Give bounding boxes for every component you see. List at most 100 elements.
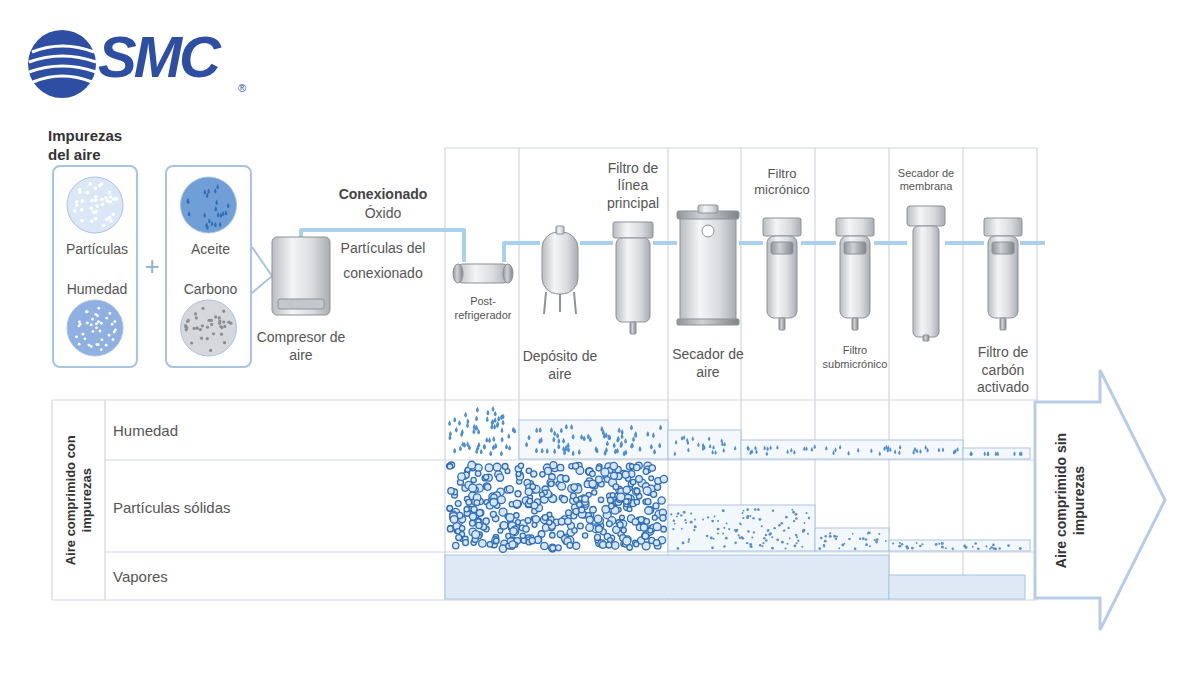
oil-drop — [203, 213, 206, 218]
particle — [523, 526, 529, 532]
particle — [838, 547, 840, 549]
particle — [485, 464, 493, 472]
moisture-drop — [604, 450, 607, 456]
particle — [874, 539, 876, 541]
equipment-part — [913, 226, 939, 337]
particle — [808, 517, 811, 520]
particle — [854, 548, 857, 551]
particle — [710, 537, 713, 540]
moisture-drop — [769, 445, 771, 450]
equipment-icon — [907, 206, 945, 341]
equipment-part — [771, 242, 793, 254]
particle — [469, 520, 475, 526]
moisture-dot — [113, 320, 116, 323]
equipment-part — [992, 242, 1014, 254]
particle — [590, 471, 596, 477]
moisture-drop — [540, 437, 543, 443]
particle — [765, 534, 767, 536]
moisture-drop — [546, 448, 549, 454]
particle — [643, 487, 651, 495]
particle — [506, 514, 514, 522]
moisture-drop — [507, 433, 510, 439]
particle — [789, 537, 791, 539]
equipment-part — [840, 236, 870, 318]
particle — [649, 476, 654, 481]
equipment-part — [844, 242, 866, 254]
carbon-dot — [222, 320, 225, 323]
particle — [785, 516, 788, 519]
oil-drop — [188, 211, 191, 216]
particle — [634, 499, 639, 504]
particle — [609, 503, 614, 508]
carbon-dot — [184, 325, 187, 328]
particle — [734, 542, 737, 545]
equipment-node: Secador de aire — [677, 205, 739, 331]
annotation: ® — [238, 82, 254, 96]
oil-drop — [225, 210, 228, 215]
particle — [81, 199, 85, 203]
air-pipe — [945, 241, 984, 245]
bracket-connector — [252, 247, 272, 293]
particle — [751, 536, 753, 538]
particle — [736, 529, 738, 531]
particle — [901, 543, 903, 545]
moisture-drop — [475, 425, 478, 431]
moisture-drop — [535, 427, 538, 433]
particle — [742, 512, 744, 514]
moisture-drop — [578, 449, 581, 455]
particle — [694, 525, 697, 528]
oil-drop — [222, 211, 225, 216]
particle — [487, 542, 492, 547]
particle — [109, 195, 113, 199]
impurity-texture — [447, 406, 1023, 552]
moisture-drop — [987, 451, 989, 456]
particle — [670, 513, 672, 515]
node-label: Filtro de carbón activado — [965, 344, 1041, 397]
particle — [653, 523, 661, 531]
particle — [776, 538, 779, 541]
particle — [763, 537, 765, 539]
moisture-drop — [497, 416, 500, 422]
particle — [796, 542, 798, 544]
particle — [623, 537, 631, 545]
particle — [738, 534, 740, 536]
moisture-drop — [502, 413, 505, 419]
particle — [743, 510, 745, 512]
carbon-dot — [199, 328, 202, 331]
moisture-drop — [708, 436, 710, 441]
equipment-icon — [272, 237, 330, 315]
particle — [717, 520, 719, 522]
particle — [739, 536, 742, 539]
particle — [794, 545, 797, 548]
moisture-drop — [687, 448, 689, 453]
particle — [786, 543, 788, 545]
moisture-drop — [639, 446, 642, 452]
moisture-drop — [476, 407, 479, 413]
equipment-node: Filtro de carbón activado — [984, 218, 1022, 330]
particle — [108, 191, 112, 195]
particle — [500, 522, 507, 529]
particle — [852, 533, 854, 535]
moisture-drop — [624, 438, 627, 444]
moisture-drop — [997, 451, 999, 456]
equipment-node: Compresor de aire — [272, 237, 330, 315]
moisture-drop — [553, 448, 556, 454]
moisture-drop — [486, 410, 489, 416]
particle — [90, 219, 94, 223]
equipment-part — [988, 236, 1018, 318]
particle — [685, 522, 687, 524]
particle — [571, 484, 578, 491]
moisture-drop — [494, 411, 497, 417]
particle — [90, 207, 94, 211]
carbon-dot — [220, 333, 223, 336]
particle — [475, 471, 481, 477]
moisture-dot — [97, 320, 100, 323]
particle — [844, 543, 846, 545]
particle — [453, 542, 459, 548]
moisture-drop — [460, 431, 463, 437]
particle — [747, 515, 749, 517]
moisture-drop — [650, 444, 653, 450]
particle — [611, 542, 618, 549]
moisture-drop — [513, 428, 516, 434]
